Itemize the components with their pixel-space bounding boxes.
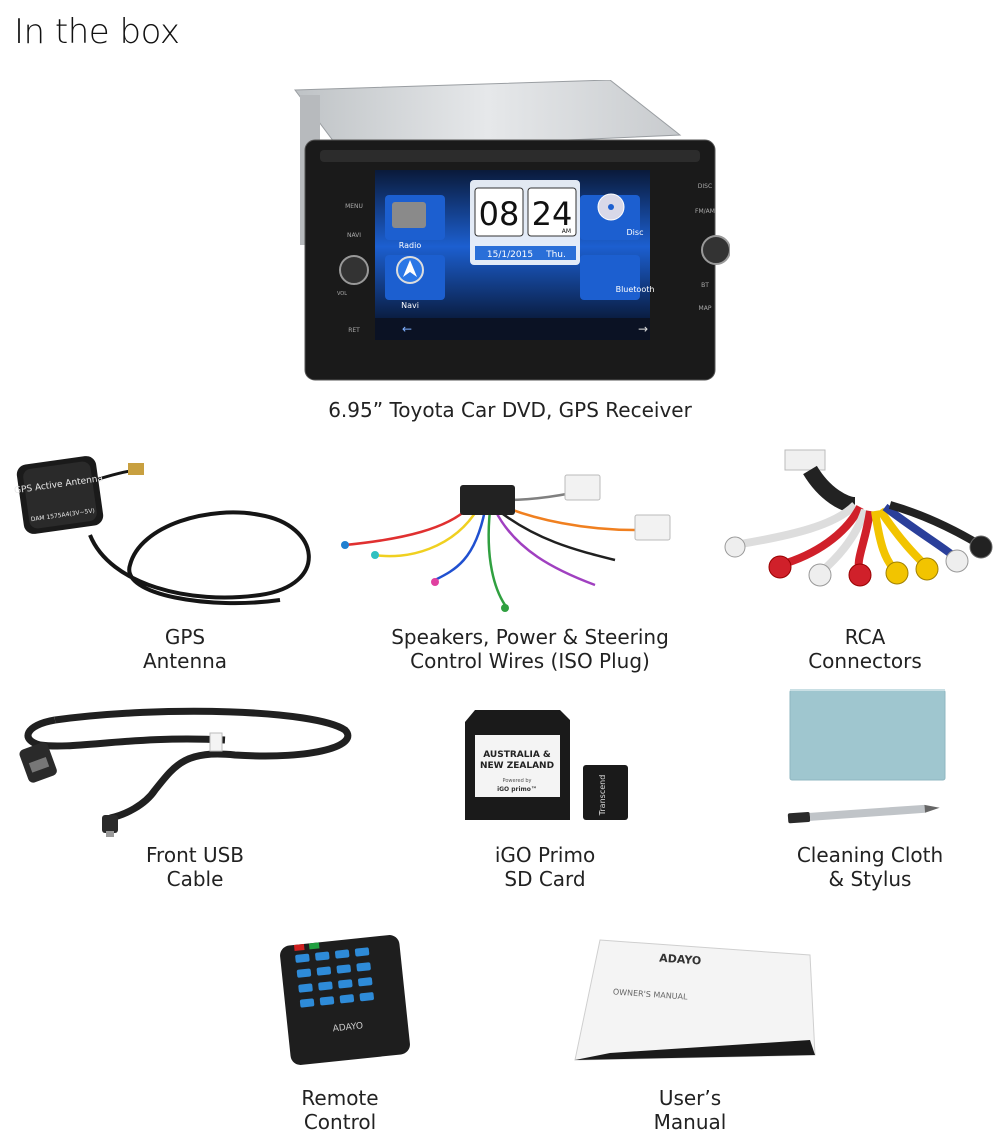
app-label-radio: Radio	[399, 241, 422, 250]
cloth-stylus-caption: Cleaning Cloth& Stylus	[796, 843, 944, 891]
clock-minute: 24	[532, 195, 573, 233]
head-unit-right-button-fmam: FM/AM	[695, 208, 715, 215]
usb-cable-image	[15, 700, 360, 840]
cleaning-cloth-icon	[789, 689, 946, 781]
rca-connectors-image	[715, 445, 995, 595]
volume-knob-icon	[339, 255, 369, 285]
iso-wiring-harness-image	[335, 470, 695, 620]
users-manual-image: ADAYO OWNER'S MANUAL	[570, 935, 820, 1065]
sd-card-region-line2: NEW ZEALAND	[480, 761, 554, 771]
manual-brand: ADAYO	[659, 952, 702, 968]
sd-card-igo-brand: iGO primo™	[497, 786, 537, 793]
sd-card-region-line1: AUSTRALIA &	[483, 750, 551, 760]
head-unit-left-button-menu: MENU	[345, 203, 363, 210]
page-title: In the box	[14, 12, 180, 52]
gps-antenna-image: GPS Active Antenna DAM 1575A4(3V~5V)	[10, 445, 330, 615]
app-label-navi: Navi	[401, 301, 419, 310]
clock-ampm: AM	[562, 228, 571, 235]
back-arrow-icon: ←	[402, 322, 412, 336]
head-unit-image: 08 24 AM 15/1/2015 Thu. Radio Disc Navi …	[280, 80, 730, 390]
remote-control-image: ADAYO	[280, 935, 410, 1065]
head-unit-left-button-vol: VOL	[337, 291, 347, 297]
clock-hour: 08	[479, 195, 520, 233]
head-unit-caption: 6.95” Toyota Car DVD, GPS Receiver	[328, 398, 692, 422]
sd-card-powered-by: Powered by	[503, 778, 532, 784]
cloth-stylus-image	[780, 685, 955, 845]
stylus-icon	[787, 804, 940, 824]
forward-arrow-icon: →	[638, 322, 648, 336]
bluetooth-app-icon	[580, 255, 640, 300]
tune-knob-icon	[701, 235, 730, 265]
head-unit-left-button-ret: RET	[348, 327, 360, 334]
iso-plug-icon	[460, 485, 515, 515]
remote-brand: ADAYO	[332, 1021, 363, 1034]
sd-card-image: AUSTRALIA & NEW ZEALAND Powered by iGO p…	[465, 710, 640, 825]
clock-date: 15/1/2015	[487, 250, 533, 260]
micro-sd-brand: Transcend	[598, 775, 607, 817]
head-unit-right-button-map: MAP	[699, 305, 712, 312]
clock-weekday: Thu.	[545, 250, 566, 260]
app-label-disc: Disc	[627, 228, 644, 237]
head-unit-right-button-bt: BT	[701, 282, 709, 289]
head-unit-right-button-disc: DISC	[698, 183, 712, 190]
app-label-bluetooth: Bluetooth	[616, 285, 655, 294]
head-unit-left-button-navi: NAVI	[347, 232, 361, 239]
